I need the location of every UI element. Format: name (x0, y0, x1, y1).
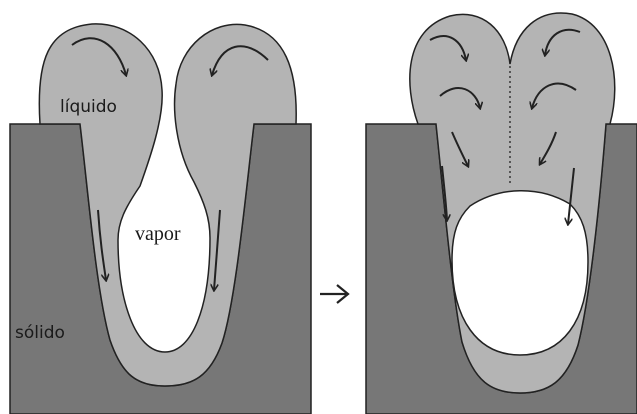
solid-label: sólido (15, 323, 65, 343)
right-arrow-icon (320, 285, 348, 303)
right-panel (366, 13, 637, 414)
liquid-label: líquido (60, 97, 117, 117)
vapor-label: vapor (135, 223, 181, 245)
left-panel: líquido vapor sólido (10, 24, 311, 414)
